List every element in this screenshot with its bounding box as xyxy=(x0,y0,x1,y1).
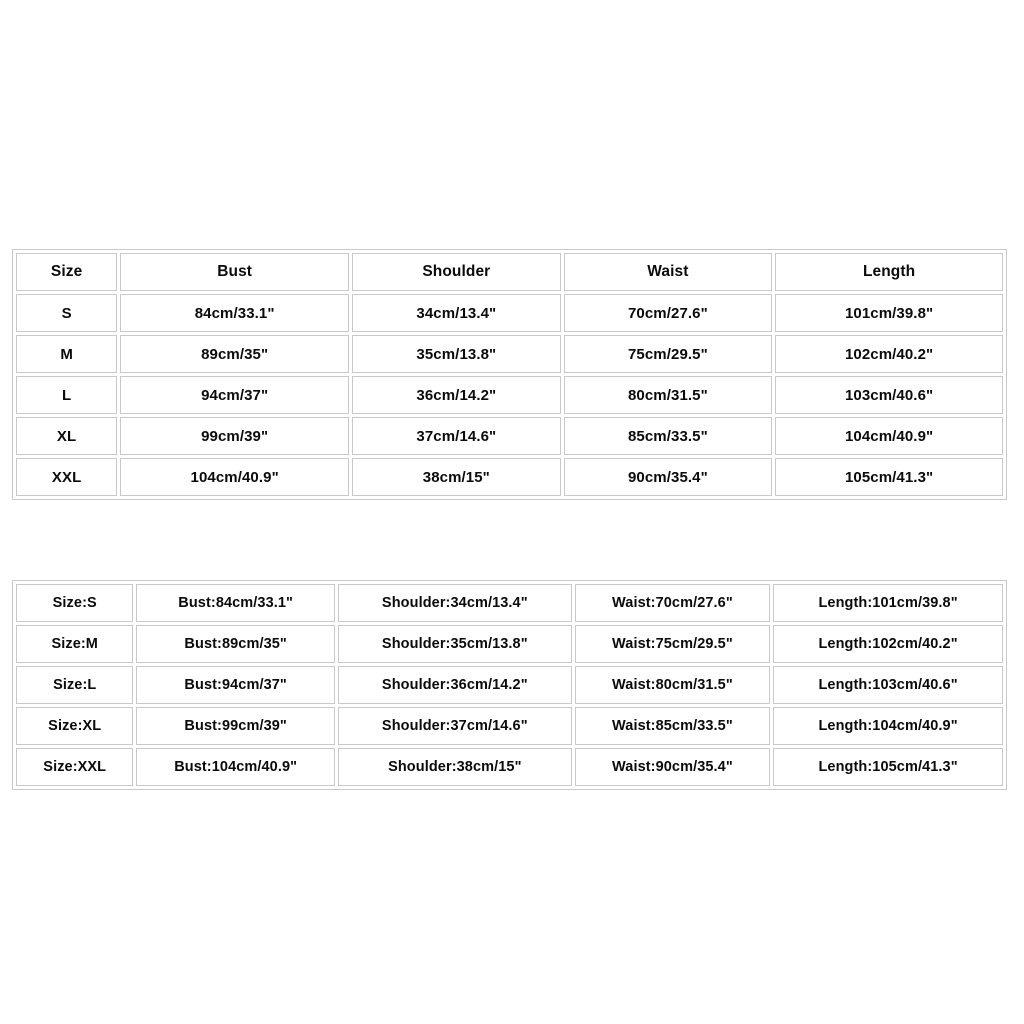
cell-waist: 90cm/35.4" xyxy=(563,458,773,496)
column-header-bust: Bust xyxy=(120,253,350,291)
cell-shoulder: 38cm/15" xyxy=(352,458,561,496)
cell-shoulder: 37cm/14.6" xyxy=(352,417,561,455)
cell-size: S xyxy=(16,294,118,332)
size-chart-table-plain: Size Bust Shoulder Waist Length S 84cm/3… xyxy=(12,249,1007,500)
cell-waist: 80cm/31.5" xyxy=(563,376,773,414)
cell-shoulder: Shoulder:36cm/14.2" xyxy=(337,666,572,704)
table-row: L 94cm/37" 36cm/14.2" 80cm/31.5" 103cm/4… xyxy=(16,376,1003,414)
table-row: Size:XL Bust:99cm/39" Shoulder:37cm/14.6… xyxy=(16,707,1003,745)
cell-length: Length:105cm/41.3" xyxy=(773,748,1003,786)
cell-waist: Waist:75cm/29.5" xyxy=(574,625,771,663)
cell-size: Size:XL xyxy=(16,707,134,745)
cell-size: M xyxy=(16,335,118,373)
cell-bust: 104cm/40.9" xyxy=(120,458,350,496)
cell-size: XL xyxy=(16,417,118,455)
cell-shoulder: Shoulder:34cm/13.4" xyxy=(337,584,572,622)
cell-size: Size:M xyxy=(16,625,134,663)
size-chart-table-labelled: Size:S Bust:84cm/33.1" Shoulder:34cm/13.… xyxy=(12,580,1007,790)
cell-bust: Bust:94cm/37" xyxy=(136,666,335,704)
cell-waist: Waist:90cm/35.4" xyxy=(574,748,771,786)
cell-length: 104cm/40.9" xyxy=(775,417,1003,455)
cell-length: Length:104cm/40.9" xyxy=(773,707,1003,745)
table-row: Size:XXL Bust:104cm/40.9" Shoulder:38cm/… xyxy=(16,748,1003,786)
cell-length: Length:102cm/40.2" xyxy=(773,625,1003,663)
column-header-length: Length xyxy=(775,253,1003,291)
cell-waist: 75cm/29.5" xyxy=(563,335,773,373)
cell-bust: 84cm/33.1" xyxy=(120,294,350,332)
cell-waist: Waist:85cm/33.5" xyxy=(574,707,771,745)
cell-shoulder: 36cm/14.2" xyxy=(352,376,561,414)
cell-length: 105cm/41.3" xyxy=(775,458,1003,496)
table-row: S 84cm/33.1" 34cm/13.4" 70cm/27.6" 101cm… xyxy=(16,294,1003,332)
cell-size: Size:L xyxy=(16,666,134,704)
table-row: XXL 104cm/40.9" 38cm/15" 90cm/35.4" 105c… xyxy=(16,458,1003,496)
table-row: Size:S Bust:84cm/33.1" Shoulder:34cm/13.… xyxy=(16,584,1003,622)
table-header-row: Size Bust Shoulder Waist Length xyxy=(16,253,1003,291)
cell-bust: Bust:89cm/35" xyxy=(136,625,335,663)
cell-size: Size:XXL xyxy=(16,748,134,786)
cell-length: 101cm/39.8" xyxy=(775,294,1003,332)
table-row: Size:L Bust:94cm/37" Shoulder:36cm/14.2"… xyxy=(16,666,1003,704)
column-header-shoulder: Shoulder xyxy=(352,253,561,291)
cell-bust: 89cm/35" xyxy=(120,335,350,373)
cell-bust: Bust:104cm/40.9" xyxy=(136,748,335,786)
cell-shoulder: 34cm/13.4" xyxy=(352,294,561,332)
cell-waist: 70cm/27.6" xyxy=(563,294,773,332)
cell-shoulder: 35cm/13.8" xyxy=(352,335,561,373)
cell-bust: 99cm/39" xyxy=(120,417,350,455)
cell-waist: Waist:80cm/31.5" xyxy=(574,666,771,704)
table-row: M 89cm/35" 35cm/13.8" 75cm/29.5" 102cm/4… xyxy=(16,335,1003,373)
column-header-size: Size xyxy=(16,253,118,291)
cell-length: 103cm/40.6" xyxy=(775,376,1003,414)
table-row: XL 99cm/39" 37cm/14.6" 85cm/33.5" 104cm/… xyxy=(16,417,1003,455)
cell-waist: Waist:70cm/27.6" xyxy=(574,584,771,622)
cell-length: Length:103cm/40.6" xyxy=(773,666,1003,704)
cell-bust: 94cm/37" xyxy=(120,376,350,414)
cell-length: 102cm/40.2" xyxy=(775,335,1003,373)
column-header-waist: Waist xyxy=(563,253,773,291)
cell-shoulder: Shoulder:38cm/15" xyxy=(337,748,572,786)
cell-bust: Bust:99cm/39" xyxy=(136,707,335,745)
cell-size: L xyxy=(16,376,118,414)
cell-length: Length:101cm/39.8" xyxy=(773,584,1003,622)
table-row: Size:M Bust:89cm/35" Shoulder:35cm/13.8"… xyxy=(16,625,1003,663)
cell-size: XXL xyxy=(16,458,118,496)
cell-bust: Bust:84cm/33.1" xyxy=(136,584,335,622)
cell-size: Size:S xyxy=(16,584,134,622)
cell-shoulder: Shoulder:35cm/13.8" xyxy=(337,625,572,663)
cell-waist: 85cm/33.5" xyxy=(563,417,773,455)
cell-shoulder: Shoulder:37cm/14.6" xyxy=(337,707,572,745)
